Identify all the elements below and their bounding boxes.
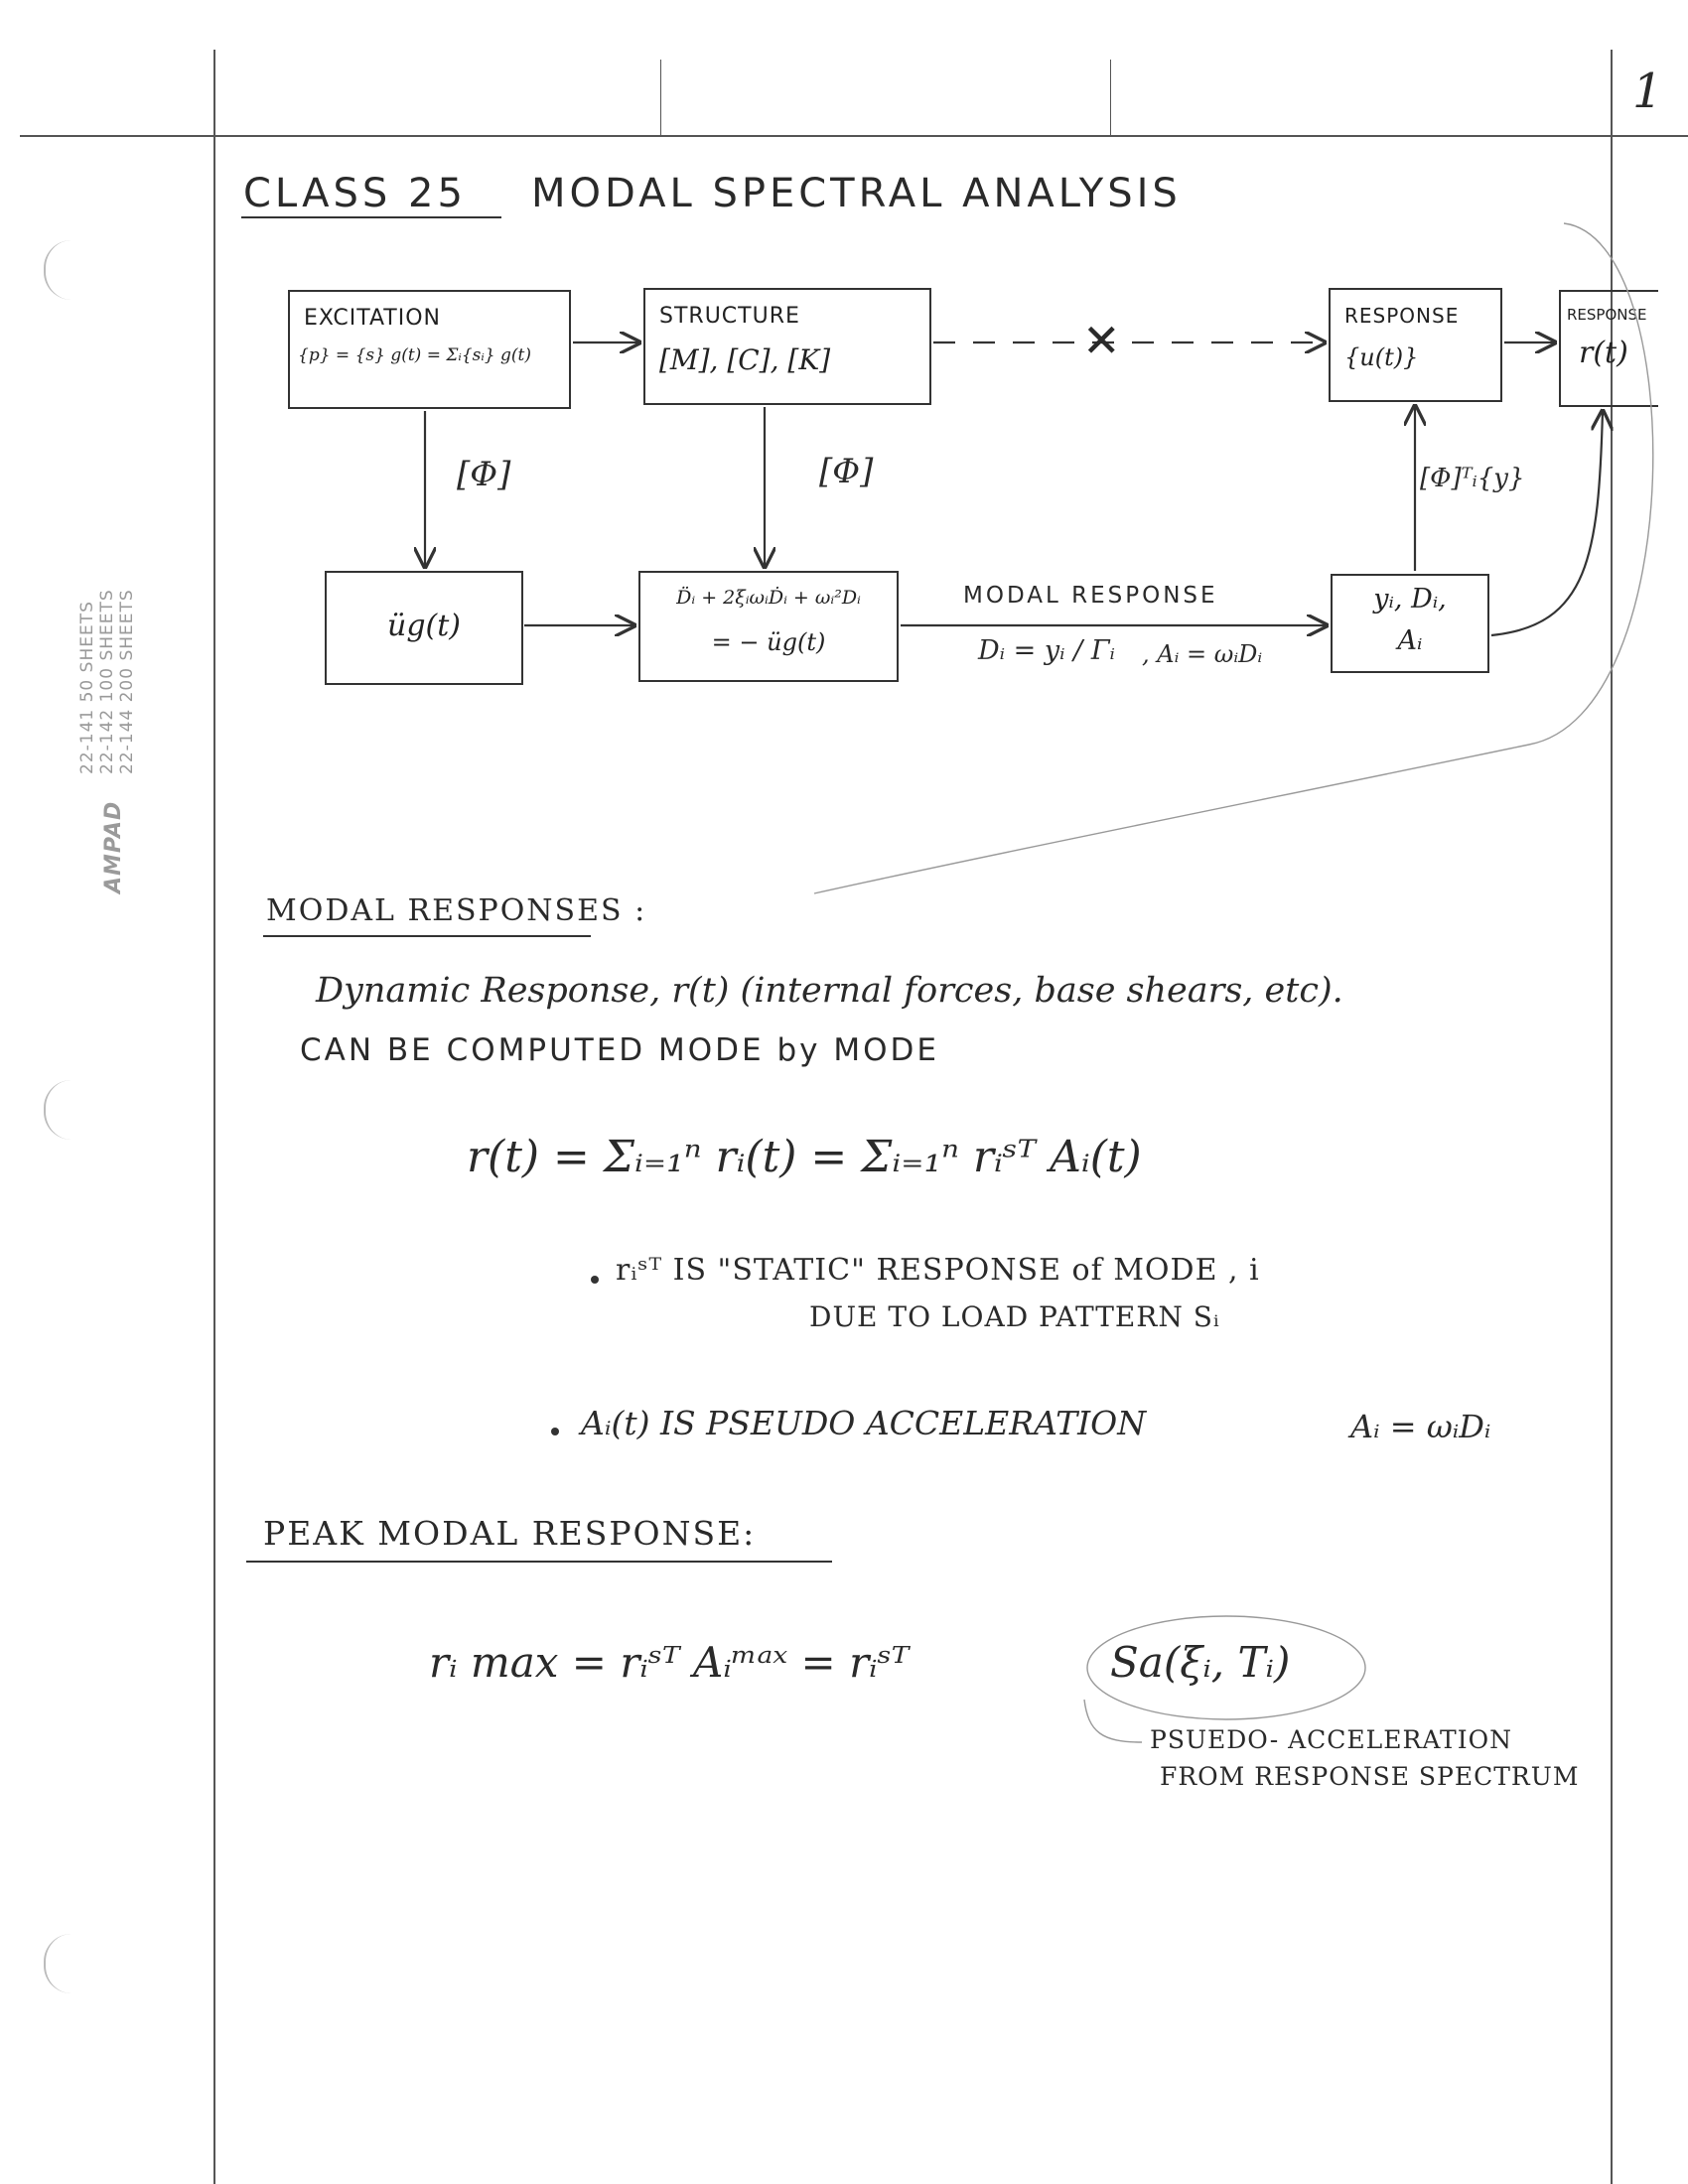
header-divider-2 xyxy=(1110,60,1111,135)
section1-line1: Dynamic Response, r(t) (internal forces,… xyxy=(316,971,1343,1011)
ground-acceleration-formula: üg(t) xyxy=(387,609,461,643)
binder-hole xyxy=(44,1934,71,1993)
page-number: 1 xyxy=(1632,64,1663,119)
note-pointer xyxy=(1083,1699,1143,1743)
modal-equation-box: D̈ᵢ + 2ξᵢωᵢḊᵢ + ωᵢ²Dᵢ = − üg(t) xyxy=(638,571,899,682)
left-margin-rule xyxy=(213,50,215,2184)
section1-line2: CAN BE COMPUTED MODE by MODE xyxy=(300,1032,939,1068)
phi-label-mid: [Φ] xyxy=(819,452,874,491)
binder-hole xyxy=(44,1080,71,1140)
excitation-heading: EXCITATION xyxy=(304,306,441,331)
section1-heading: MODAL RESPONSES : xyxy=(266,893,647,928)
excitation-box: EXCITATION {p} = {s} g(t) = Σᵢ{sᵢ} g(t) xyxy=(288,290,571,409)
response-r-box: RESPONSE r(t) xyxy=(1559,290,1658,407)
section2-note-line2: FROM RESPONSE SPECTRUM xyxy=(1160,1762,1580,1791)
modal-a-equation: , Aᵢ = ωᵢDᵢ xyxy=(1142,640,1263,668)
modal-d-equation: Dᵢ = yᵢ / Γᵢ xyxy=(978,635,1115,666)
page-title: MODAL SPECTRAL ANALYSIS xyxy=(531,171,1182,216)
section2-equation-left: rᵢ max = rᵢˢᵀ Aᵢᵐᵃˣ = rᵢˢᵀ xyxy=(429,1638,910,1687)
lasso-curve xyxy=(813,222,1654,894)
section1-bullet2: Aᵢ(t) IS PSEUDO ACCELERATION xyxy=(581,1404,1147,1442)
section1-bullet2-equation: Aᵢ = ωᵢDᵢ xyxy=(1350,1408,1491,1445)
modal-equation-line1: D̈ᵢ + 2ξᵢωᵢḊᵢ + ωᵢ²Dᵢ xyxy=(676,587,861,609)
modal-response-label: MODAL RESPONSE xyxy=(963,583,1218,609)
modal-output-box: yᵢ, Dᵢ, Aᵢ xyxy=(1331,574,1489,673)
section1-equation: r(t) = Σᵢ₌₁ⁿ rᵢ(t) = Σᵢ₌₁ⁿ rᵢˢᵀ Aᵢ(t) xyxy=(467,1132,1142,1182)
sa-circle xyxy=(1086,1615,1366,1720)
modal-equation-line2: = − üg(t) xyxy=(711,628,826,656)
section1-underline xyxy=(263,935,591,937)
response-heading: RESPONSE xyxy=(1344,304,1460,328)
ground-acceleration-box: üg(t) xyxy=(325,571,523,685)
structure-formula: [M], [C], [K] xyxy=(659,343,831,376)
right-margin-rule xyxy=(1611,50,1613,2184)
bullet-dot xyxy=(591,1276,599,1284)
class-label-underline xyxy=(241,216,501,218)
binder-hole xyxy=(44,240,71,300)
modal-output-line1: yᵢ, Dᵢ, xyxy=(1373,584,1447,614)
structure-heading: STRUCTURE xyxy=(659,304,800,329)
modal-output-line2: Aᵢ xyxy=(1397,625,1423,656)
bullet-dot xyxy=(551,1428,559,1435)
section1-bullet1-a: rᵢˢᵀ IS "STATIC" RESPONSE of MODE , i xyxy=(616,1253,1260,1288)
cross-mark: ✕ xyxy=(1082,314,1121,367)
excitation-formula: {p} = {s} g(t) = Σᵢ{sᵢ} g(t) xyxy=(298,345,531,365)
response-r-heading: RESPONSE xyxy=(1567,306,1647,324)
arrow-output-r-curve xyxy=(1490,411,1603,637)
section2-heading: PEAK MODAL RESPONSE: xyxy=(263,1514,757,1553)
class-label: CLASS 25 xyxy=(243,171,467,216)
phi-label-right: [Φ]ᵀᵢ{y} xyxy=(1420,464,1525,493)
response-r-formula: r(t) xyxy=(1579,336,1628,370)
section2-note-line1: PSUEDO- ACCELERATION xyxy=(1150,1725,1512,1754)
phi-label-left: [Φ] xyxy=(457,455,511,494)
section2-underline xyxy=(246,1561,832,1563)
section2-equation-circled: Sa(ξᵢ, Tᵢ) xyxy=(1110,1638,1291,1687)
response-box: RESPONSE {u(t)} xyxy=(1329,288,1502,402)
response-formula: {u(t)} xyxy=(1344,343,1419,371)
structure-box: STRUCTURE [M], [C], [K] xyxy=(643,288,931,405)
header-rule xyxy=(20,135,1688,137)
header-divider-1 xyxy=(660,60,661,135)
section1-bullet1-b: DUE TO LOAD PATTERN Sᵢ xyxy=(809,1300,1220,1333)
